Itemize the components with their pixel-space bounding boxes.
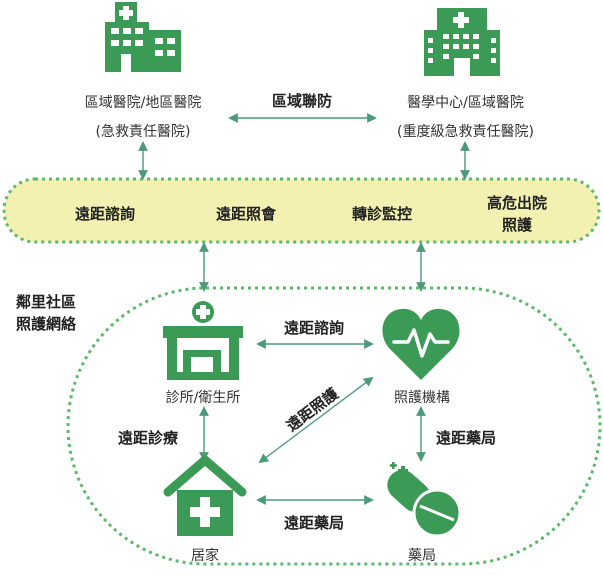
- left-hospital-label-line1: 區域醫院/地區醫院: [84, 95, 202, 111]
- service-band: [2, 177, 601, 244]
- left-hospital-label-line2: (急救責任醫院): [95, 124, 191, 140]
- pills-icon: [387, 462, 462, 538]
- community-label-line1: 鄰里社區: [16, 293, 77, 311]
- care-institution-label: 照護機構: [394, 390, 450, 406]
- right-hospital-label-line1: 醫學中心/區域醫院: [407, 95, 524, 111]
- link-label-care-pharmacy: 遠距藥局: [436, 429, 497, 447]
- regional-defense-label: 區域聯防: [271, 92, 332, 110]
- home-cross-icon: [163, 455, 247, 536]
- band-item-remote-referral-consult: 遠距照會: [215, 205, 276, 223]
- band-item-referral-monitoring: 轉診監控: [351, 205, 412, 223]
- band-item-high-risk-discharge-line2: 照護: [501, 216, 532, 234]
- link-label-clinic-care: 遠距諮詢: [283, 319, 344, 337]
- community-label-line2: 照護網絡: [16, 315, 77, 333]
- clinic-label: 診所/衛生所: [165, 390, 241, 406]
- arrow-care-home: [258, 376, 374, 464]
- heart-pulse-icon: [382, 308, 460, 380]
- link-label-home-pharmacy: 遠距藥局: [283, 514, 344, 532]
- hospital-building-icon: [105, 2, 181, 72]
- band-item-remote-consultation: 遠距諮詢: [74, 205, 135, 223]
- home-label: 居家: [191, 548, 219, 564]
- clinic-icon: [163, 301, 243, 380]
- right-hospital-label-line2: (重度級急救責任醫院): [397, 124, 534, 140]
- band-item-high-risk-discharge-line1: 高危出院: [486, 194, 547, 212]
- pharmacy-label: 藥局: [408, 548, 436, 564]
- link-label-clinic-home: 遠距診療: [118, 429, 179, 447]
- medical-center-tower-icon: [424, 8, 500, 76]
- community-boundary: [66, 286, 602, 566]
